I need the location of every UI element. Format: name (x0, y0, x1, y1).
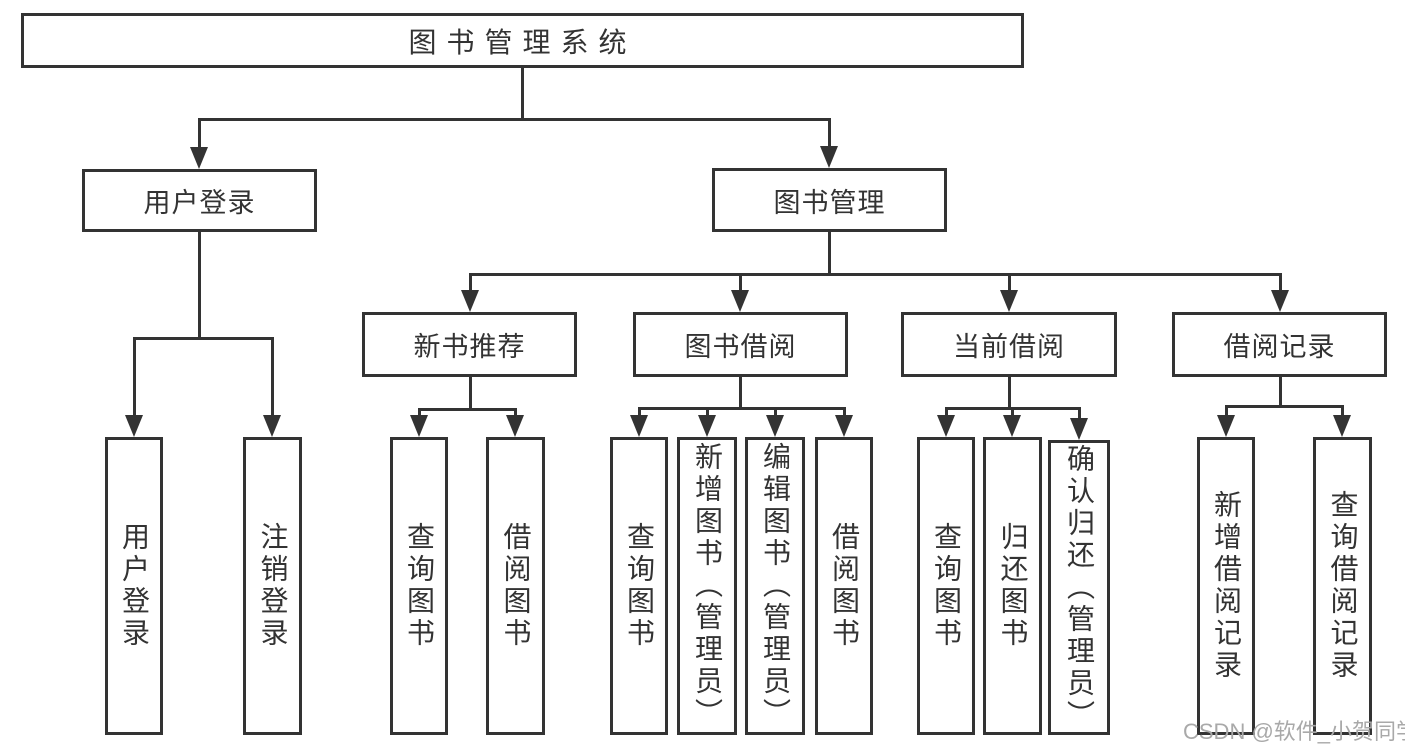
arrow-down-icon (1000, 290, 1018, 312)
leaf-borrow-edit-admin: 编辑图书（管理员） (745, 437, 805, 735)
node-new-book-recommend: 新书推荐 (362, 312, 577, 377)
connector-line (638, 407, 641, 417)
leaf-current-confirm-admin: 确认归还（管理员） (1048, 440, 1110, 735)
leaf-borrow-borrow: 借阅图书 (815, 437, 873, 735)
node-label: 新增图书（管理员） (692, 442, 723, 730)
connector-line (198, 232, 201, 337)
leaf-history-add: 新增借阅记录 (1197, 437, 1255, 735)
arrow-down-icon (461, 290, 479, 312)
arrow-down-icon (190, 147, 208, 169)
arrow-down-icon (766, 415, 784, 437)
connector-line (469, 377, 472, 408)
node-label: 借阅记录 (1223, 332, 1336, 362)
leaf-current-query: 查询图书 (917, 437, 975, 735)
node-current-borrow: 当前借阅 (901, 312, 1117, 377)
connector-line (1011, 407, 1014, 417)
leaf-history-query: 查询借阅记录 (1313, 437, 1372, 735)
connector-line (1225, 405, 1228, 417)
node-label: 查询图书 (931, 522, 962, 650)
connector-line (1008, 377, 1011, 407)
node-label: 图书管理系统 (408, 26, 637, 58)
arrow-down-icon (1333, 415, 1351, 437)
arrow-down-icon (937, 415, 955, 437)
node-label: 图书管理 (773, 187, 886, 218)
leaf-borrow-query: 查询图书 (610, 437, 668, 735)
node-book-management: 图书管理 (712, 168, 947, 232)
connector-line (198, 118, 831, 121)
arrow-down-icon (125, 415, 143, 437)
leaf-newbook-borrow: 借阅图书 (486, 437, 545, 735)
connector-line (1078, 407, 1081, 420)
leaf-newbook-query: 查询图书 (390, 437, 448, 735)
connector-line (469, 273, 1282, 276)
arrow-down-icon (263, 415, 281, 437)
node-label: 编辑图书（管理员） (760, 442, 791, 730)
node-user-login: 用户登录 (82, 169, 317, 232)
connector-line (418, 408, 517, 411)
leaf-logout: 注销登录 (243, 437, 302, 735)
leaf-current-return: 归还图书 (983, 437, 1042, 735)
connector-line (739, 273, 742, 292)
arrow-down-icon (835, 415, 853, 437)
node-label: 借阅图书 (500, 522, 532, 650)
watermark: CSDN @软件_小贺同学 (1183, 719, 1405, 744)
node-label: 图书借阅 (684, 332, 797, 362)
connector-line (1341, 405, 1344, 417)
node-label: 用户登录 (119, 522, 150, 650)
arrow-down-icon (1217, 415, 1235, 437)
connector-line (198, 118, 201, 149)
node-label: 用户登录 (143, 188, 256, 218)
node-borrow-history: 借阅记录 (1172, 312, 1387, 377)
leaf-user-login: 用户登录 (105, 437, 163, 735)
arrow-down-icon (1271, 290, 1289, 312)
connector-line (774, 407, 777, 417)
arrow-down-icon (820, 146, 838, 168)
connector-line (271, 337, 274, 417)
arrow-down-icon (698, 415, 716, 437)
connector-line (739, 377, 742, 407)
leaf-borrow-add-admin: 新增图书（管理员） (677, 437, 737, 735)
arrow-down-icon (731, 290, 749, 312)
connector-line (1279, 273, 1282, 292)
connector-line (133, 337, 274, 340)
connector-line (945, 407, 948, 417)
arrow-down-icon (1003, 415, 1021, 437)
node-label: 新增借阅记录 (1211, 490, 1242, 682)
node-book-borrow: 图书借阅 (633, 312, 848, 377)
connector-line (514, 408, 517, 417)
node-label: 查询借阅记录 (1327, 490, 1359, 682)
arrow-down-icon (410, 415, 428, 437)
connector-line (1279, 377, 1282, 405)
node-label: 查询图书 (404, 522, 435, 650)
connector-line (828, 118, 831, 148)
connector-line (1008, 273, 1011, 292)
connector-line (638, 407, 846, 410)
connector-line (828, 232, 831, 273)
arrow-down-icon (506, 415, 524, 437)
connector-line (843, 407, 846, 417)
connector-line (418, 408, 421, 417)
arrow-down-icon (630, 415, 648, 437)
node-label: 查询图书 (624, 522, 655, 650)
node-label: 注销登录 (257, 522, 289, 650)
node-label: 当前借阅 (953, 332, 1065, 362)
node-label: 借阅图书 (829, 522, 860, 650)
node-root: 图书管理系统 (21, 13, 1024, 68)
connector-line (706, 407, 709, 417)
connector-line (1225, 405, 1344, 408)
arrow-down-icon (1070, 418, 1088, 440)
node-label: 归还图书 (997, 522, 1029, 650)
connector-line (521, 68, 524, 118)
node-label: 新书推荐 (413, 332, 526, 362)
node-label: 确认归还（管理员） (1064, 443, 1095, 732)
connector-line (469, 273, 472, 292)
connector-line (133, 337, 136, 417)
